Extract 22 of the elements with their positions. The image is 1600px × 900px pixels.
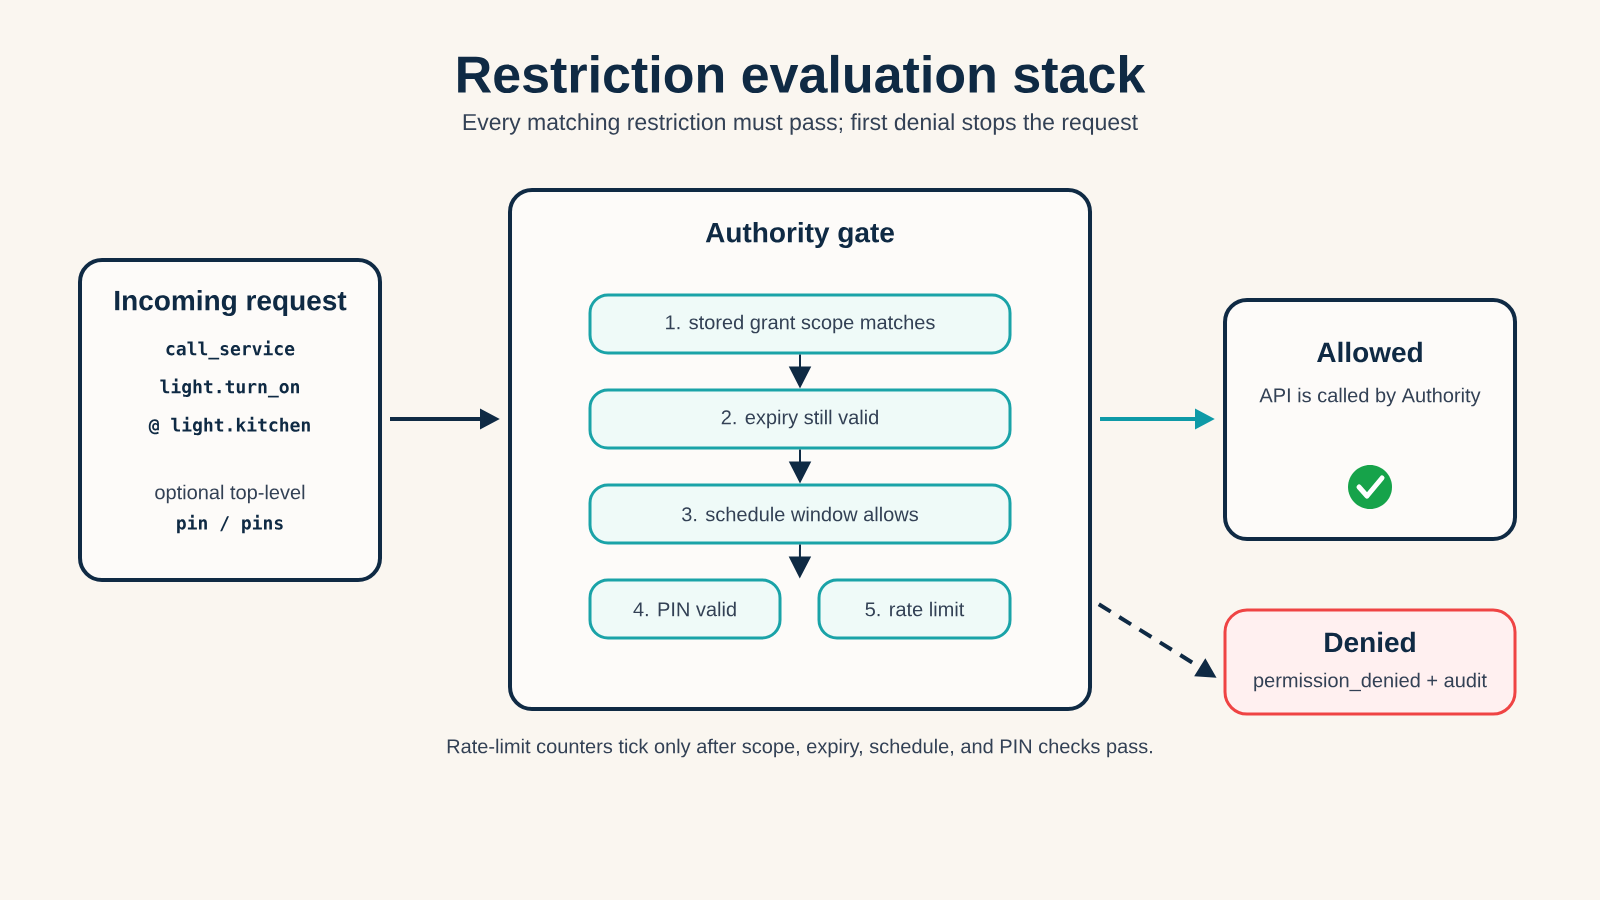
subtitle: Every matching restriction must pass; first denial stops the request: [463, 113, 1138, 135]
heading: Incoming request: [115, 289, 347, 317]
body-text: API is called by Authority: [1259, 387, 1481, 407]
title: Restriction evaluation stack: [458, 54, 1146, 94]
heading: Denied: [1325, 631, 1415, 653]
code-line: light.turn_on: [160, 378, 299, 398]
code-line: pin / pins: [177, 514, 283, 534]
step-box: 4. PIN valid: [588, 578, 782, 640]
request-box: [78, 258, 382, 582]
step-box: 2. expiry still valid: [588, 388, 1012, 450]
caption: Rate-limit counters tick only after scope, expiry, schedule, and PIN checks pass.: [447, 738, 1152, 758]
denied-box: [1223, 608, 1517, 716]
code-line: @ light.kitchen: [148, 416, 310, 436]
body-text: permission_denied + audit: [1254, 672, 1487, 692]
heading: Authority gate: [705, 221, 894, 249]
body-text: optional top-level: [155, 484, 305, 504]
step-box: 1. stored grant scope matches: [588, 293, 1012, 355]
allowed-box: [1223, 298, 1517, 541]
heading: Allowed: [1317, 341, 1422, 363]
step-box: 3. schedule window allows: [588, 483, 1012, 545]
code-line: call_service: [166, 340, 295, 360]
step-box: 5. rate limit: [817, 578, 1012, 640]
